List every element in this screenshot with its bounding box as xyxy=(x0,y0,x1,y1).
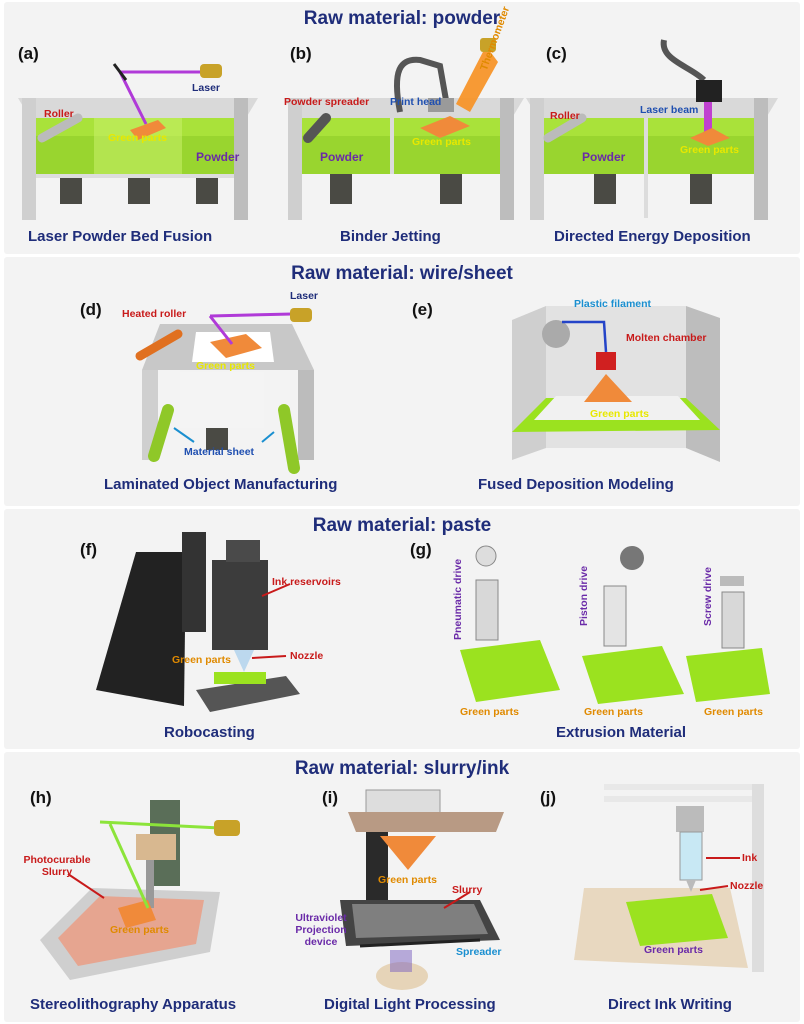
label-powder-a: Powder xyxy=(196,150,240,164)
label-ink-reservoirs: Ink reservoirs xyxy=(272,576,341,588)
ded-machine-illustration xyxy=(526,39,778,220)
label-powder-spreader: Powder spreader xyxy=(284,96,370,108)
label-laser-d: Laser xyxy=(290,290,319,302)
label-plastic-filament: Plastic filament xyxy=(574,298,652,310)
label-laser-beam: Laser beam xyxy=(640,104,699,116)
label-spreader: Spreader xyxy=(456,946,502,958)
label-green-parts-g3: Green parts xyxy=(704,706,763,718)
lom-machine-illustration xyxy=(135,308,314,474)
extrusion-drives-illustration xyxy=(460,545,770,704)
label-ink-j: Ink xyxy=(742,852,758,864)
label-powder-c: Powder xyxy=(582,150,626,164)
label-laser-a: Laser xyxy=(192,82,221,94)
label-nozzle-j: Nozzle xyxy=(730,880,764,892)
label-print-head: Print head xyxy=(390,96,442,108)
caption-d: Laminated Object Manufacturing xyxy=(104,476,338,493)
caption-a: Laser Powder Bed Fusion xyxy=(28,228,213,245)
caption-b: Binder Jetting xyxy=(340,228,441,245)
panel-label-b: (b) xyxy=(290,44,312,63)
label-heated-roller: Heated roller xyxy=(122,308,187,320)
label-photocurable-slurry: Photocurable Slurry xyxy=(23,854,91,878)
panel-label-h: (h) xyxy=(30,788,52,807)
label-slurry-i: Slurry xyxy=(452,884,483,896)
caption-c: Directed Energy Deposition xyxy=(554,228,751,245)
label-roller-c: Roller xyxy=(550,110,580,122)
label-green-parts-a: Green parts xyxy=(108,132,167,144)
lpbf-machine-illustration xyxy=(18,63,258,220)
caption-h: Stereolithography Apparatus xyxy=(30,996,237,1013)
panel-label-f: (f) xyxy=(80,540,97,559)
label-green-parts-j: Green parts xyxy=(644,944,703,956)
panel-label-d: (d) xyxy=(80,300,102,319)
label-green-parts-g1: Green parts xyxy=(460,706,519,718)
panel-label-e: (e) xyxy=(412,300,433,319)
label-roller-a: Roller xyxy=(44,108,74,120)
label-green-parts-i: Green parts xyxy=(378,874,437,886)
section-title: Raw material: wire/sheet xyxy=(291,263,513,284)
caption-j: Direct Ink Writing xyxy=(608,996,732,1013)
label-green-parts-b: Green parts xyxy=(412,136,471,148)
panel-label-i: (i) xyxy=(322,788,339,807)
label-green-parts-h: Green parts xyxy=(110,924,169,936)
panel-label-a: (a) xyxy=(18,44,39,63)
label-uv-projection-device: Ultraviolet Projection device xyxy=(295,912,347,948)
caption-i: Digital Light Processing xyxy=(324,996,496,1013)
caption-f: Robocasting xyxy=(164,724,255,741)
panel-label-g: (g) xyxy=(410,540,432,559)
label-green-parts-c: Green parts xyxy=(680,144,739,156)
panel-label-j: (j) xyxy=(540,788,557,807)
caption-e: Fused Deposition Modeling xyxy=(478,476,674,493)
label-green-parts-g2: Green parts xyxy=(584,706,643,718)
panel-label-c: (c) xyxy=(546,44,567,63)
binder-jetting-illustration xyxy=(284,38,524,220)
robocasting-illustration xyxy=(96,532,300,712)
label-powder-b: Powder xyxy=(320,150,364,164)
label-material-sheet: Material sheet xyxy=(184,446,255,458)
label-nozzle-f: Nozzle xyxy=(290,650,324,662)
label-green-parts-f: Green parts xyxy=(172,654,231,666)
section-title: Raw material: paste xyxy=(312,515,492,536)
label-green-parts-d: Green parts xyxy=(196,360,255,372)
label-green-parts-e: Green parts xyxy=(590,408,649,420)
caption-g: Extrusion Material xyxy=(556,724,687,741)
section-title: Raw material: slurry/ink xyxy=(294,758,510,779)
fdm-machine-illustration xyxy=(512,306,720,462)
section-title: Raw material: powder xyxy=(303,8,501,29)
label-molten-chamber: Molten chamber xyxy=(626,332,707,344)
